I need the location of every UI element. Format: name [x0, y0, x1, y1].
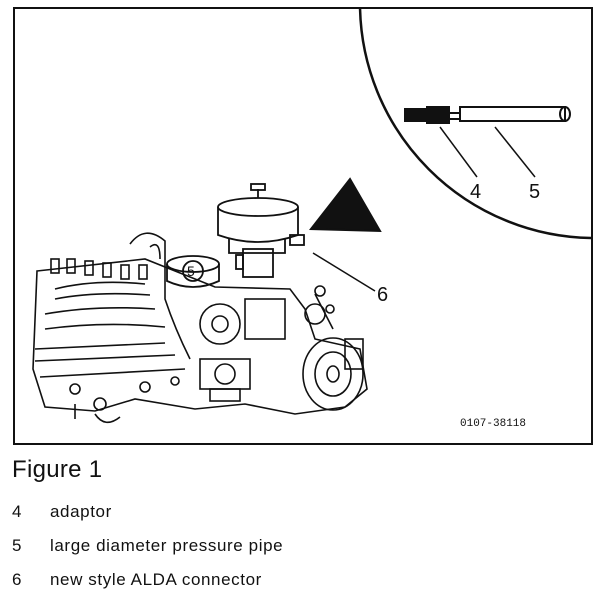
callout-4: 4 [470, 181, 481, 203]
legend-number: 4 [12, 502, 23, 521]
part-label-5: 5 [187, 263, 195, 279]
callout-6: 6 [377, 284, 388, 306]
legend-number: 5 [12, 536, 23, 555]
zoom-pointer [308, 177, 382, 233]
zoom-circle [358, 9, 591, 240]
engine-diagram: 4 5 6 5 0107-38118 [32, 9, 591, 430]
legend-item: 6 new style ALDA connector [12, 570, 592, 604]
legend-item: 5 large diameter pressure pipe [12, 536, 592, 570]
air-cleaner [217, 183, 305, 254]
legend-item: 4 adaptor [12, 502, 592, 536]
pressure-pipe-part [459, 106, 571, 122]
adaptor-part [404, 106, 459, 124]
callout-5: 5 [529, 181, 540, 203]
throttle-body [166, 248, 274, 288]
legend-text: adaptor [50, 502, 112, 521]
legend-text: large diameter pressure pipe [50, 536, 284, 555]
engine-block [32, 232, 368, 424]
figure-reference-code: 0107-38118 [460, 418, 526, 430]
figure-frame: 4 5 6 5 0107-38118 [13, 7, 593, 445]
figure-caption: Figure 1 [12, 456, 103, 483]
legend: 4 adaptor 5 large diameter pressure pipe… [12, 502, 592, 604]
legend-text: new style ALDA connector [50, 570, 262, 589]
legend-number: 6 [12, 570, 23, 589]
